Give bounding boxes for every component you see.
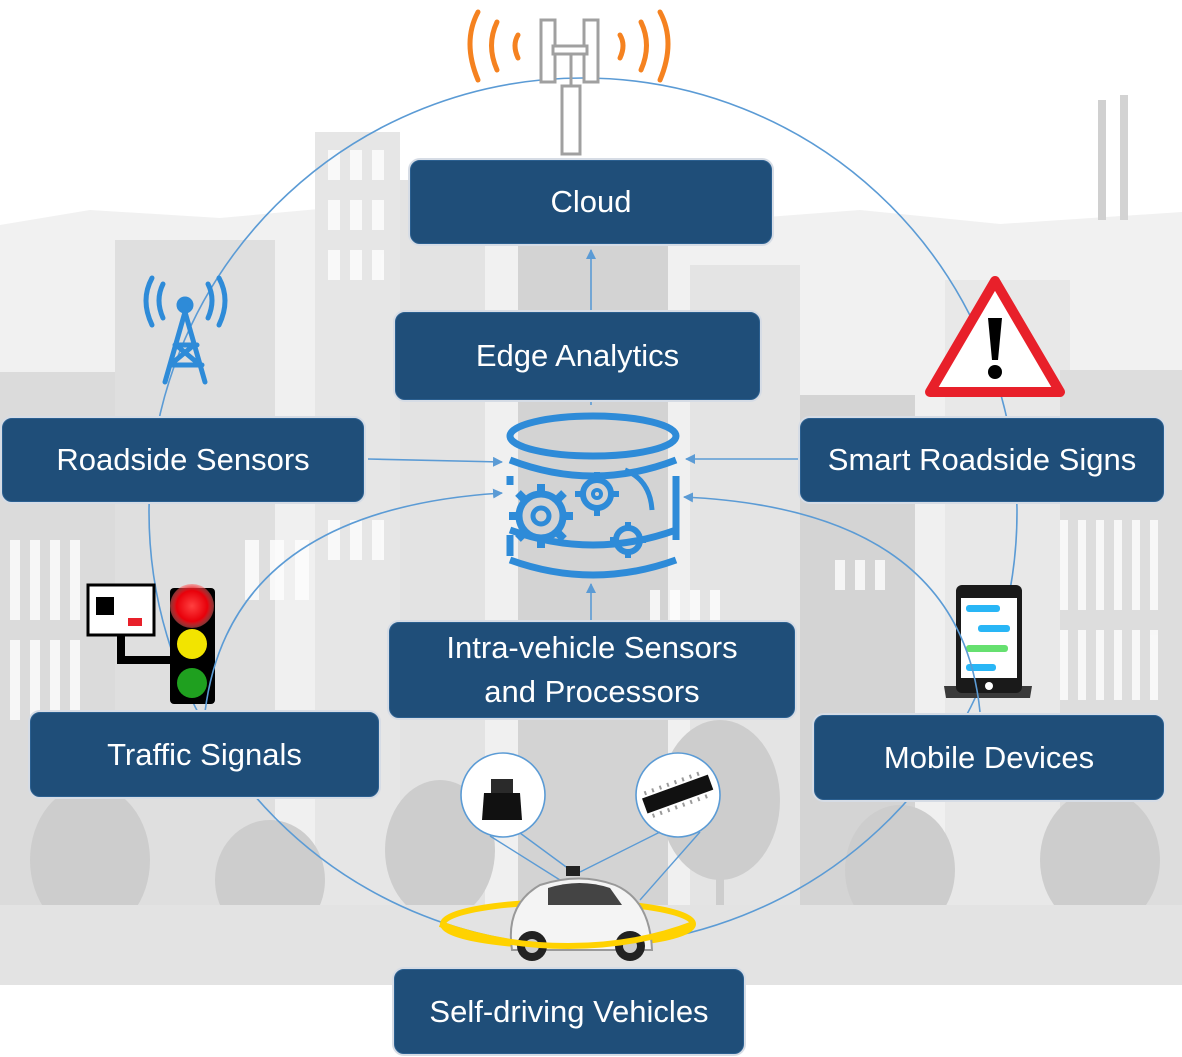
warning-sign-icon: [925, 276, 1065, 397]
roadside-sensors-box: Roadside Sensors: [0, 416, 366, 504]
intra-vehicle-label-line1: Intra-vehicle Sensors: [446, 630, 738, 665]
cell-tower-icon: [467, 9, 671, 156]
lidar-sensor-icon: [482, 779, 522, 820]
traffic-light-icon: [170, 584, 215, 704]
mobile-devices-label: Mobile Devices: [883, 739, 1095, 775]
edge-analytics-label: Edge Analytics: [475, 338, 680, 373]
intra-vehicle-box: Intra-vehicle Sensors and Processors: [387, 620, 797, 720]
cloud-label: Cloud: [550, 184, 632, 219]
connectors: [204, 249, 981, 713]
self-driving-car-icon: [438, 866, 696, 961]
traffic-signals-label: Traffic Signals: [107, 736, 302, 772]
smart-roadside-signs-label: Smart Roadside Signs: [827, 442, 1137, 477]
traffic-to-db-arrow: [204, 488, 503, 713]
processor-chip-icon: [642, 771, 714, 818]
roadside-to-db-arrow: [367, 456, 503, 467]
roadside-sensors-label: Roadside Sensors: [56, 442, 310, 477]
antenna-icon: [143, 275, 228, 385]
traffic-signals-box: Traffic Signals: [28, 710, 381, 799]
cloud-box: Cloud: [408, 158, 774, 246]
sensor-callout-lines: [489, 831, 701, 901]
processor-chip-bubble: [635, 752, 721, 838]
mobile-to-db-arrow: [683, 492, 981, 713]
smart-roadside-signs-box: Smart Roadside Signs: [798, 416, 1166, 504]
mobile-devices-box: Mobile Devices: [812, 713, 1166, 802]
database-gears-icon: [506, 412, 680, 579]
self-driving-vehicles-label: Self-driving Vehicles: [429, 993, 709, 1029]
intra-vehicle-label-line2: and Processors: [484, 674, 700, 709]
edge-analytics-box: Edge Analytics: [393, 310, 762, 402]
self-driving-vehicles-box: Self-driving Vehicles: [392, 967, 746, 1056]
smartphone-icon: [944, 585, 1032, 698]
traffic-camera-icon: [86, 583, 172, 664]
lidar-sensor-bubble: [460, 752, 546, 838]
